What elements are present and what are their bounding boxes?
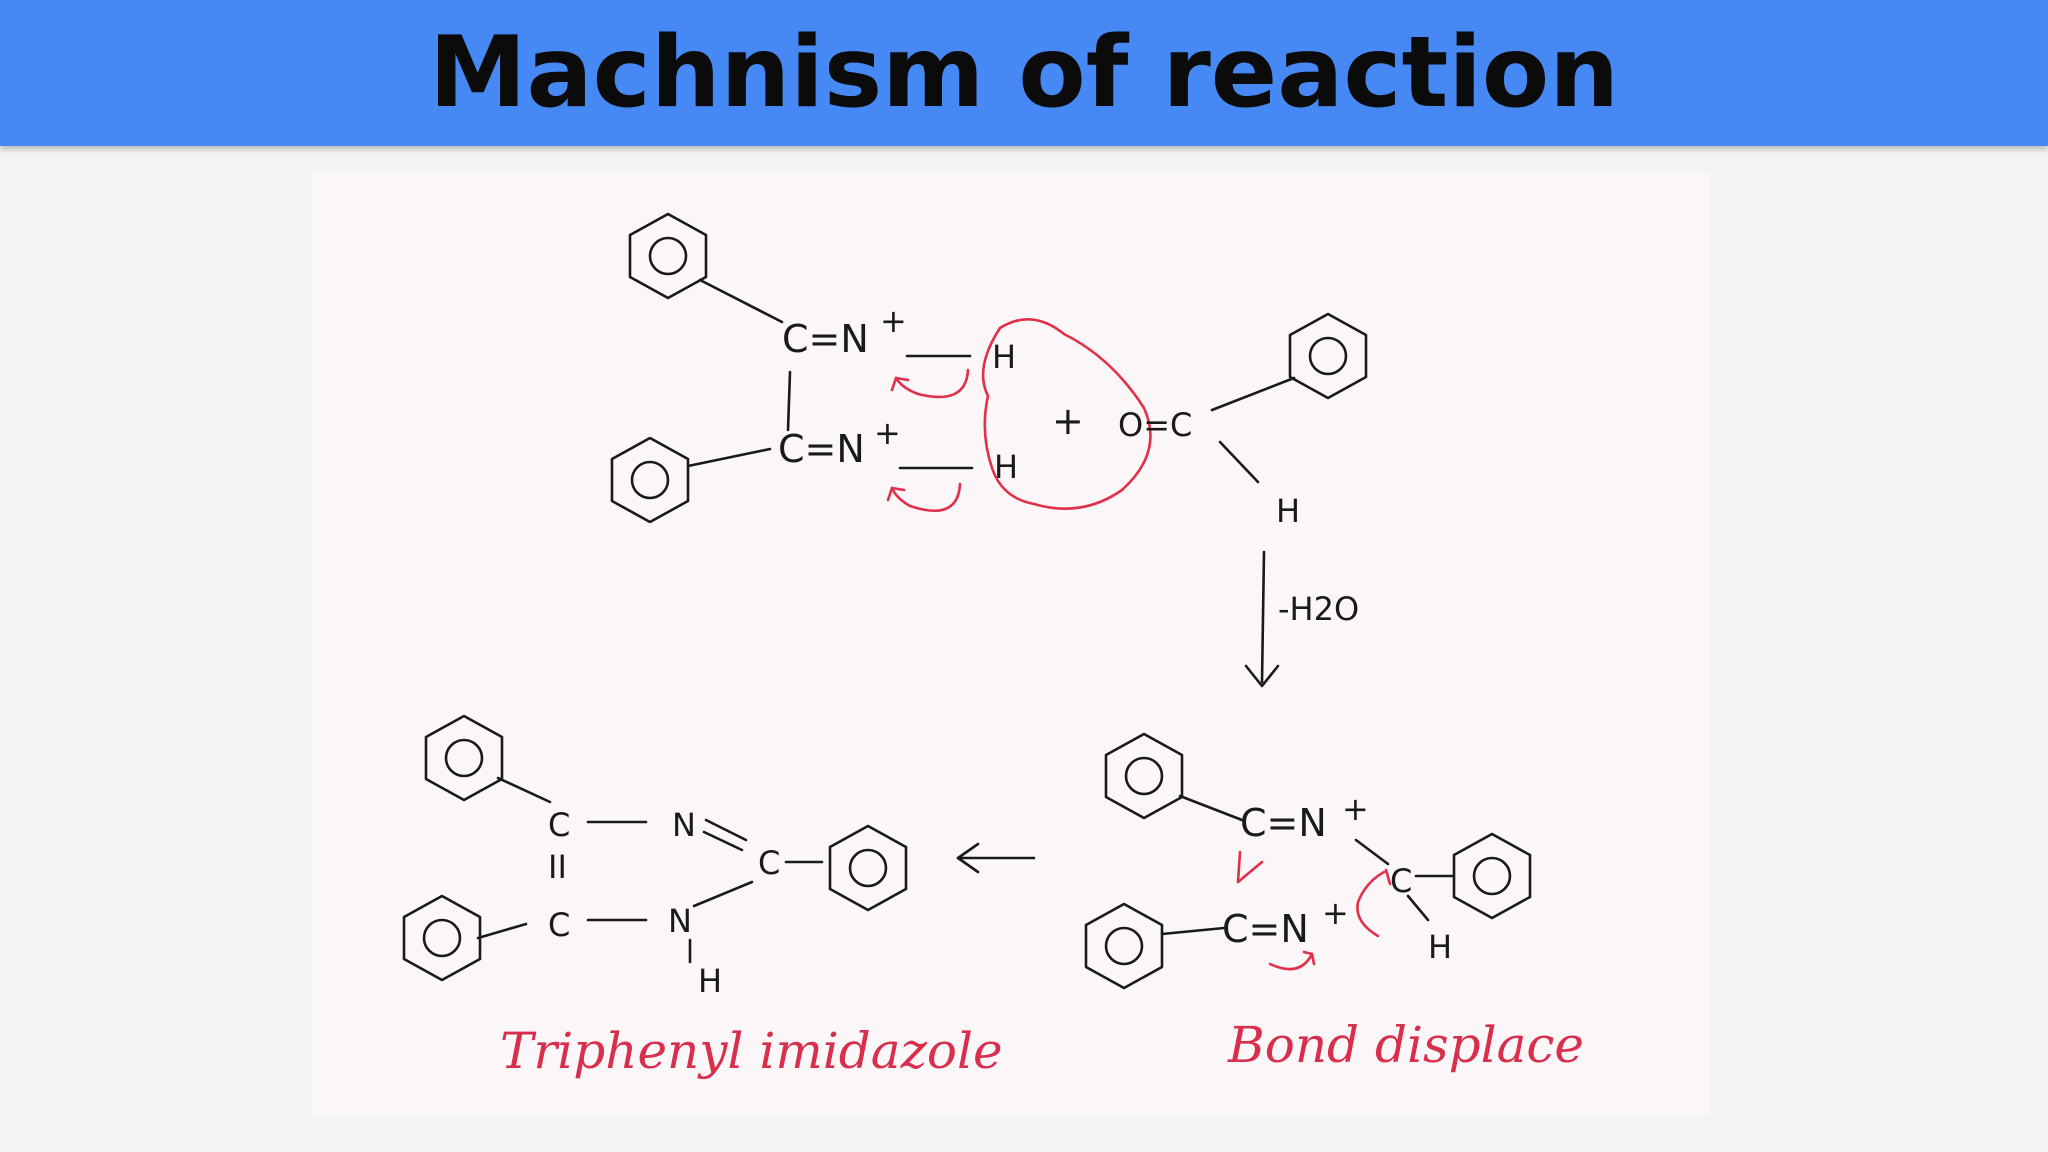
h-top-label: H	[992, 338, 1016, 376]
reaction-arrow-down: -H2O	[1244, 550, 1359, 688]
curved-arrow-icon	[1268, 950, 1316, 971]
product-group: C N C II C N H	[402, 714, 908, 1000]
bond-line	[1160, 926, 1226, 936]
benzene-ring-icon	[610, 436, 690, 524]
bond-line	[1354, 838, 1390, 866]
bond-line	[1210, 376, 1296, 412]
bond-line	[704, 818, 748, 842]
benzene-ring-icon	[424, 714, 504, 802]
imine-top-label: C=N	[782, 317, 869, 361]
product-c-top: C	[548, 806, 570, 844]
charge-bottom: +	[874, 414, 901, 452]
intermediate-caption: Bond displace	[1227, 1016, 1584, 1074]
reaction-arrow-left	[956, 842, 1036, 874]
bond-line	[476, 922, 528, 940]
intermediate-charge-bottom: +	[1322, 894, 1349, 932]
benzene-ring-icon	[828, 824, 908, 912]
water-loss-label: -H2O	[1278, 590, 1359, 628]
benzene-ring-icon	[628, 212, 708, 300]
arrow-head-icon	[1384, 868, 1392, 886]
reactant-group: C=N + H C=N + H + O=C H	[610, 212, 1368, 530]
arrow-head-icon	[890, 376, 910, 392]
aldehyde-h-label: H	[1276, 492, 1300, 530]
title-banner: Machnism of reaction	[0, 0, 2048, 146]
benzene-ring-icon	[1288, 312, 1368, 400]
bond-line	[496, 776, 552, 804]
product-caption: Triphenyl imidazole	[500, 1022, 1003, 1080]
benzene-ring-icon	[1452, 832, 1532, 920]
bond-line	[1178, 794, 1244, 822]
imine-bottom-label: C=N	[778, 427, 865, 471]
product-n-top: N	[672, 806, 696, 844]
intermediate-imine-bottom: C=N	[1222, 907, 1309, 951]
product-c-bottom: C	[548, 906, 570, 944]
paper-sheet: C=N + H C=N + H + O=C H -H2O C=N + C	[312, 172, 1710, 1116]
water-loss-highlight	[981, 318, 1152, 510]
mechanism-drawing: C=N + H C=N + H + O=C H -H2O C=N + C	[402, 212, 1584, 1080]
intermediate-h: H	[1428, 928, 1452, 966]
bond-line	[786, 370, 792, 432]
product-c-right: C	[758, 844, 780, 882]
bond-line	[702, 830, 744, 852]
bond-line	[692, 880, 754, 908]
bond-line	[1406, 894, 1430, 922]
product-n-bottom: N	[668, 902, 692, 940]
intermediate-carbon: C	[1390, 862, 1412, 900]
benzene-ring-icon	[1084, 902, 1164, 990]
page-title: Machnism of reaction	[428, 16, 1620, 130]
curved-arrow-icon	[1356, 870, 1386, 938]
intermediate-group: C=N + C=N + C H	[1084, 732, 1532, 990]
curved-arrow-icon	[1236, 850, 1264, 884]
product-h: H	[698, 962, 722, 1000]
curved-arrow-icon	[890, 482, 962, 512]
charge-top: +	[880, 302, 907, 340]
bond-line	[1218, 440, 1260, 484]
carbonyl-label: O=C	[1118, 406, 1192, 444]
bond-line	[686, 447, 772, 468]
arrow-head-icon	[886, 486, 906, 502]
curved-arrow-icon	[894, 368, 970, 399]
bond-line	[698, 278, 784, 324]
benzene-ring-icon	[1104, 732, 1184, 820]
intermediate-charge-top: +	[1342, 790, 1369, 828]
benzene-ring-icon	[402, 894, 482, 982]
plus-sign: +	[1052, 399, 1084, 443]
product-double-bond: II	[548, 848, 567, 886]
intermediate-imine-top: C=N	[1240, 801, 1327, 845]
